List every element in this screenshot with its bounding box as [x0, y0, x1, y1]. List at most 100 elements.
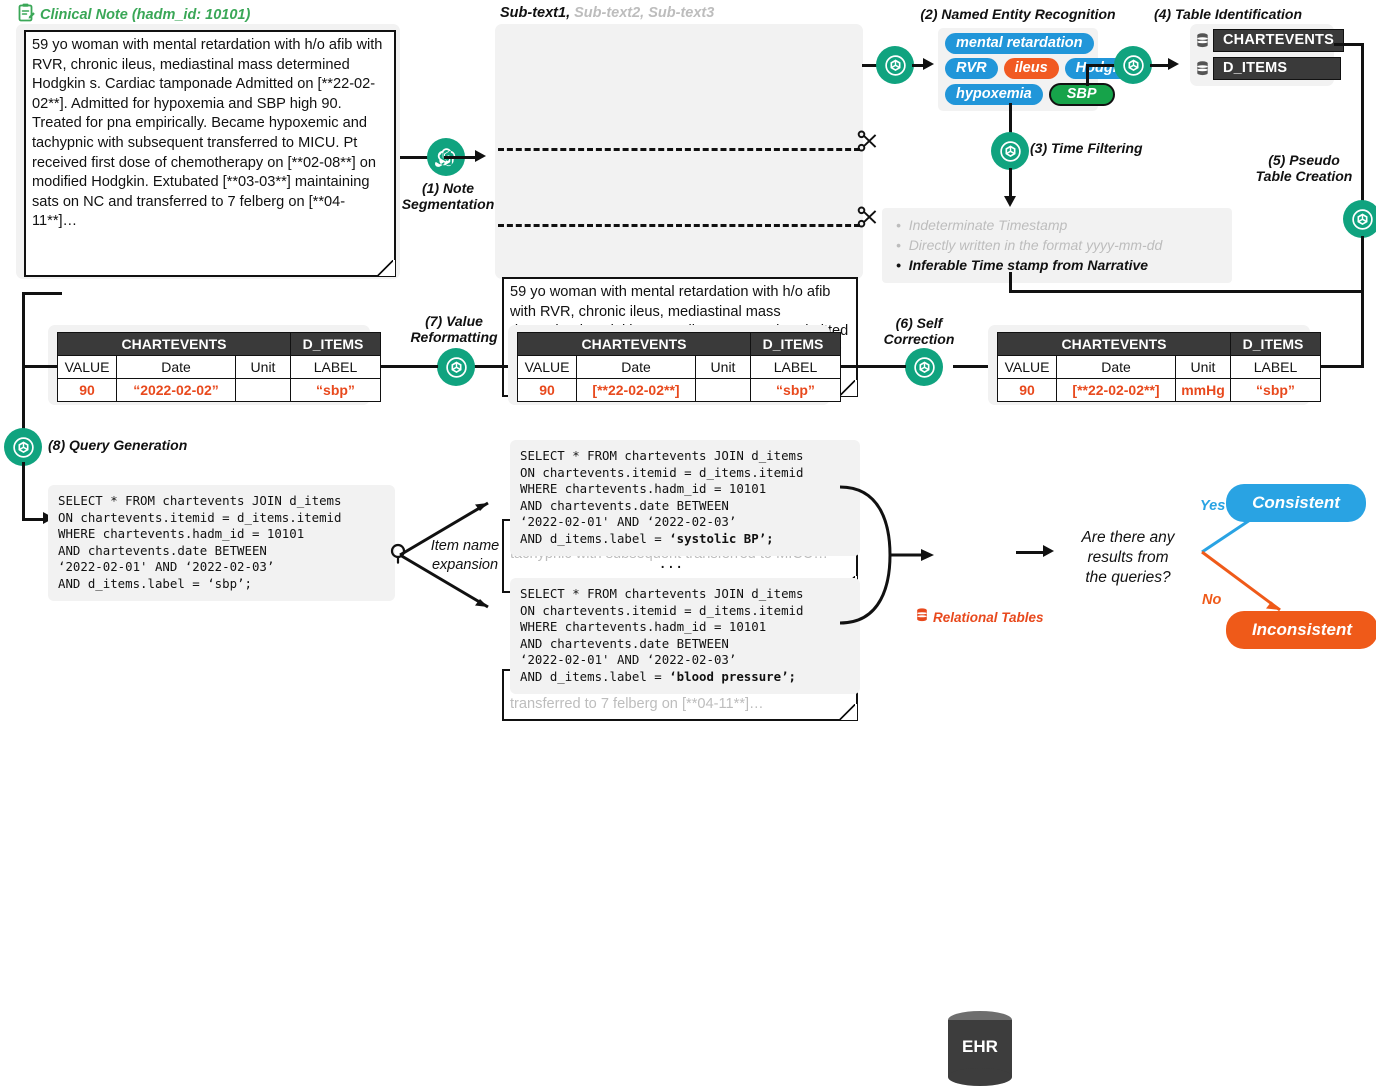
step-label-1: (1) Note Segmentation: [401, 180, 495, 212]
table-title-chartevents: CHARTEVENTS: [57, 332, 291, 356]
outcome-consistent: Consistent: [1226, 484, 1366, 522]
query-base: SELECT * FROM chartevents JOIN d_items O…: [48, 485, 395, 601]
gpt-icon-step3: [991, 132, 1029, 170]
cell-unit: mmHg: [1175, 378, 1231, 402]
clinical-note-text: 59 yo woman with mental retardation with…: [32, 37, 387, 230]
time-filter-box: • Indeterminate Timestamp • Directly wri…: [882, 208, 1232, 283]
flow-line: [953, 365, 988, 368]
query-variant-2: SELECT * FROM chartevents JOIN d_items O…: [510, 578, 860, 694]
table-name-d-items: D_ITEMS: [1213, 57, 1341, 80]
flow-line: [834, 365, 906, 368]
col-unit: Unit: [695, 355, 751, 379]
expansion-fork: [388, 495, 518, 620]
flow-line: [1361, 43, 1364, 265]
page-fold-icon: [839, 704, 857, 720]
flow-line: [1016, 551, 1044, 554]
col-value: VALUE: [57, 355, 117, 379]
flow-line: [22, 292, 25, 462]
merge-curves: [838, 455, 950, 660]
magnifier-icon: [389, 543, 409, 570]
entity-tag: hypoxemia: [945, 84, 1043, 105]
flow-line: [22, 292, 62, 295]
time-filter-option-3: • Inferable Time stamp from Narrative: [896, 257, 1149, 273]
table-chip-chartevents: CHARTEVENTS: [1196, 29, 1344, 52]
gpt-icon-step5: [1343, 200, 1376, 238]
subtext-heading-rest: Sub-text2, Sub-text3: [570, 5, 715, 21]
cell-date: [**22-02-02**]: [1056, 378, 1176, 402]
flow-line: [473, 365, 508, 368]
step-label-2: (2) Named Entity Recognition: [920, 6, 1116, 22]
col-label: LABEL: [750, 355, 841, 379]
flow-line: [912, 64, 924, 67]
query-variant-1-head: SELECT * FROM chartevents JOIN d_items O…: [520, 448, 804, 546]
database-icon: [1196, 61, 1209, 76]
flow-line: [862, 64, 878, 67]
flow-line: [1009, 272, 1012, 292]
flow-line: [22, 462, 25, 520]
pseudo-table-3: CHARTEVENTS D_ITEMS VALUE Date Unit LABE…: [997, 332, 1321, 402]
cell-unit: [235, 378, 291, 402]
col-label: LABEL: [290, 355, 381, 379]
table-title-d-items: D_ITEMS: [290, 332, 381, 356]
entity-tag: ileus: [1003, 58, 1059, 79]
database-icon-red: [916, 608, 928, 627]
col-label: LABEL: [1230, 355, 1321, 379]
page-fold-icon: [839, 380, 857, 396]
flow-line: [362, 365, 438, 368]
scissors-icon-2: [855, 204, 881, 235]
flow-line: [1318, 365, 1363, 368]
subtext-heading: Sub-text1, Sub-text2, Sub-text3: [500, 4, 714, 22]
flow-line: [1009, 290, 1361, 293]
query-variant-1: SELECT * FROM chartevents JOIN d_items O…: [510, 440, 860, 556]
col-date: Date: [1056, 355, 1176, 379]
step-label-4: (4) Table Identification: [1153, 6, 1303, 22]
cell-value: 90: [517, 378, 577, 402]
branch-label-no: No: [1202, 592, 1222, 608]
flow-line: [22, 365, 58, 368]
entity-tag: mental retardation: [945, 33, 1094, 54]
pseudo-table-2: CHARTEVENTS D_ITEMS VALUE Date Unit LABE…: [517, 332, 841, 402]
database-icon: [1196, 33, 1209, 48]
query-variant-1-label: ‘systolic BP’;: [669, 530, 774, 546]
relational-tables-caption: Relational Tables: [916, 608, 1044, 627]
subtext-heading-active: Sub-text1,: [500, 5, 571, 21]
step-label-7: (7) Value Reformatting: [410, 313, 498, 345]
flow-arrow: [1004, 196, 1016, 207]
clinical-note-box: 59 yo woman with mental retardation with…: [24, 30, 396, 277]
branch-label-yes: Yes: [1200, 498, 1226, 514]
step-label-6: (6) Self Correction: [883, 315, 955, 347]
col-value: VALUE: [997, 355, 1057, 379]
cell-date: [**22-02-02**]: [576, 378, 696, 402]
decision-question: Are there any results from the queries?: [1081, 529, 1175, 586]
flow-arrow: [475, 150, 486, 162]
clinical-note-header: Clinical Note (hadm_id: 10101): [18, 3, 250, 27]
flow-line: [1086, 64, 1116, 67]
flow-line: [1334, 43, 1364, 46]
query-ellipsis: ...: [660, 552, 685, 573]
flow-line: [1361, 236, 1364, 368]
col-date: Date: [116, 355, 236, 379]
cut-line-2: [498, 224, 860, 227]
ner-entity-group: mental retardation RVR ileus Hodgkin hyp…: [938, 28, 1145, 111]
flow-line: [1086, 64, 1089, 86]
cell-label: “sbp”: [750, 378, 841, 402]
col-value: VALUE: [517, 355, 577, 379]
flow-arrow: [1168, 58, 1179, 70]
cylinder-bottom: [948, 1068, 1012, 1086]
table-title-d-items: D_ITEMS: [750, 332, 841, 356]
outcome-inconsistent: Inconsistent: [1226, 611, 1376, 649]
flow-arrow: [1043, 545, 1054, 557]
time-filter-option-1: • Indeterminate Timestamp: [896, 217, 1068, 233]
flow-line: [22, 518, 44, 521]
gpt-icon-step6: [905, 348, 943, 386]
clinical-note-title: Clinical Note (hadm_id: 10101): [40, 7, 251, 23]
gpt-icon-step7: [437, 348, 475, 386]
table-name-chartevents: CHARTEVENTS: [1213, 29, 1344, 52]
step-label-8: (8) Query Generation: [48, 437, 188, 453]
cell-unit: [695, 378, 751, 402]
table-title-chartevents: CHARTEVENTS: [517, 332, 751, 356]
ehr-database: EHR: [948, 1011, 1012, 1086]
table-chip-d-items: D_ITEMS: [1196, 57, 1341, 80]
flow-line: [400, 156, 428, 159]
clipboard-note-icon: [18, 3, 35, 27]
